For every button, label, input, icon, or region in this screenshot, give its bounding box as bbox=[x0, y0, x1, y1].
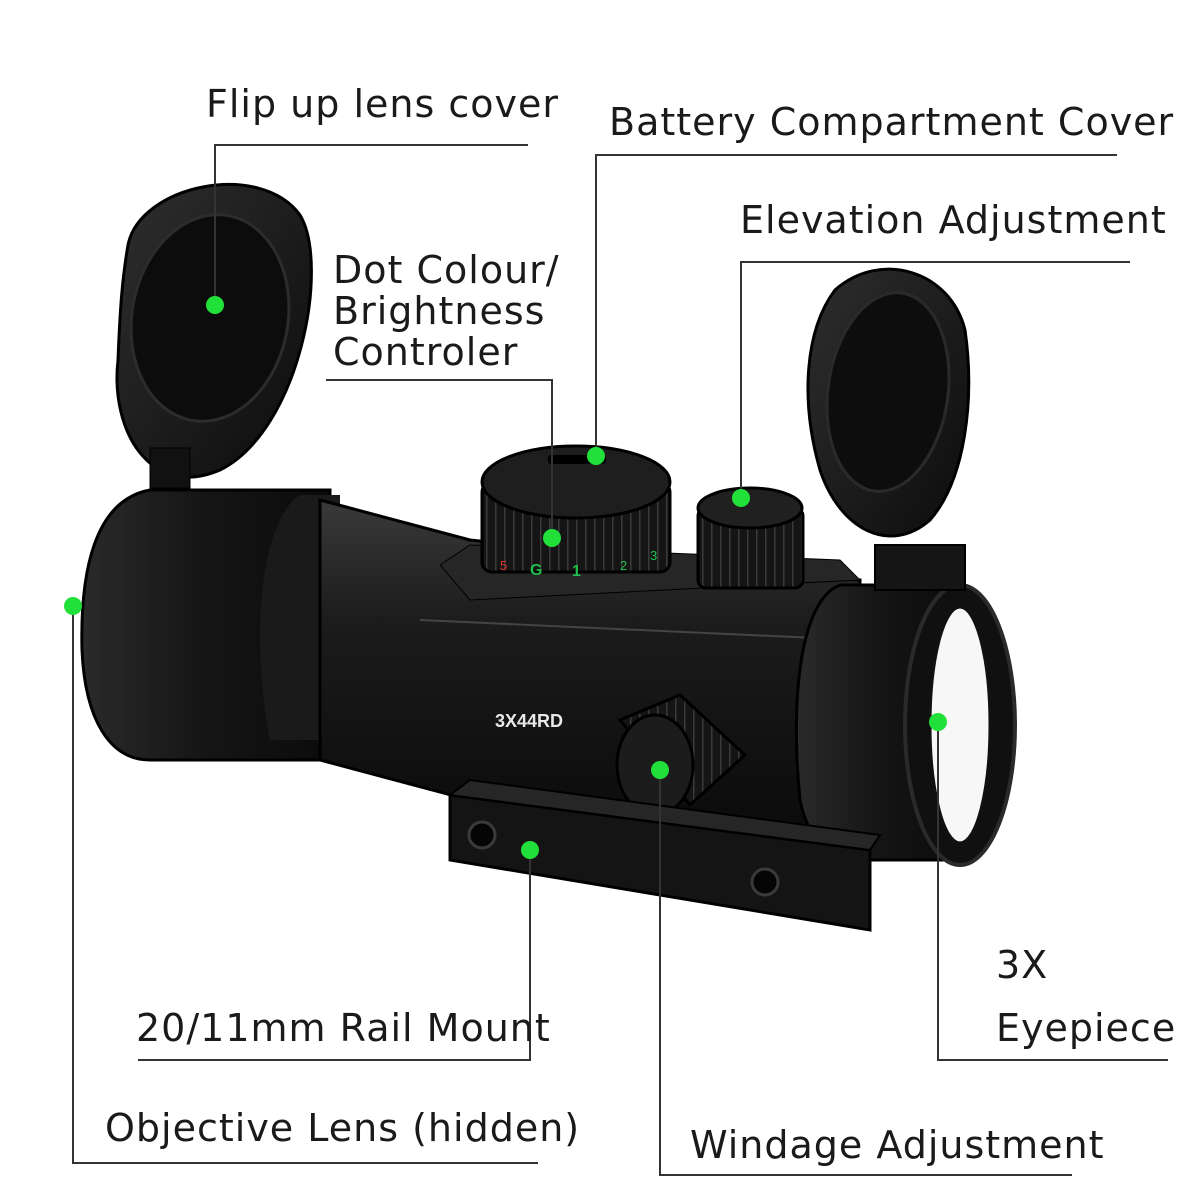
callout-line-eyepiece bbox=[937, 722, 1168, 1061]
model-marking: 3X44RD bbox=[495, 711, 563, 731]
label-windage-adjustment: Windage Adjustment bbox=[690, 1123, 1105, 1167]
label-rail-mount: 20/11mm Rail Mount bbox=[136, 1006, 551, 1050]
callout-line-dot-colour bbox=[326, 379, 553, 538]
marker-windage bbox=[651, 761, 669, 779]
label-flip-up-lens-cover: Flip up lens cover bbox=[206, 82, 559, 126]
objective-bell bbox=[80, 488, 340, 762]
brightness-dial: 5 G 1 2 3 bbox=[480, 444, 672, 580]
callout-line-elevation bbox=[740, 261, 1130, 498]
dial-mark-2: 2 bbox=[620, 558, 627, 573]
marker-elevation bbox=[732, 489, 750, 507]
label-dot-colour-line3: Controler bbox=[333, 330, 519, 374]
dial-mark-1: 1 bbox=[572, 563, 581, 580]
eyepiece-lens-cover-flap bbox=[806, 267, 971, 591]
marker-flip-up-cover bbox=[206, 296, 224, 314]
elevation-turret bbox=[696, 486, 805, 590]
label-elevation-adjustment: Elevation Adjustment bbox=[740, 198, 1167, 242]
eyepiece-housing bbox=[794, 583, 1017, 867]
label-eyepiece-line2: Eyepiece bbox=[996, 1006, 1177, 1050]
callout-markers bbox=[64, 296, 947, 859]
marker-rail-mount bbox=[521, 841, 539, 859]
objective-lens-cover-flap bbox=[115, 183, 313, 489]
dial-mark-g: G bbox=[530, 562, 542, 579]
label-dot-colour-line2: Brightness bbox=[333, 289, 546, 333]
callout-line-windage bbox=[659, 770, 1072, 1176]
marker-battery-cover bbox=[587, 447, 605, 465]
dial-mark-5: 5 bbox=[500, 558, 507, 573]
label-battery-compartment-cover: Battery Compartment Cover bbox=[609, 100, 1175, 144]
dial-mark-3: 3 bbox=[650, 548, 657, 563]
callout-lines bbox=[72, 144, 1168, 1176]
marker-dot-colour bbox=[543, 529, 561, 547]
label-eyepiece-line1: 3X bbox=[996, 943, 1049, 987]
label-objective-lens: Objective Lens (hidden) bbox=[105, 1106, 581, 1150]
callout-line-battery-cover bbox=[595, 154, 1117, 456]
marker-objective-lens bbox=[64, 597, 82, 615]
callout-line-rail-mount bbox=[138, 850, 531, 1061]
label-dot-colour-line1: Dot Colour/ bbox=[333, 248, 560, 292]
marker-eyepiece bbox=[929, 713, 947, 731]
callout-line-flip-up-cover bbox=[214, 144, 528, 305]
callout-line-objective bbox=[72, 606, 538, 1164]
